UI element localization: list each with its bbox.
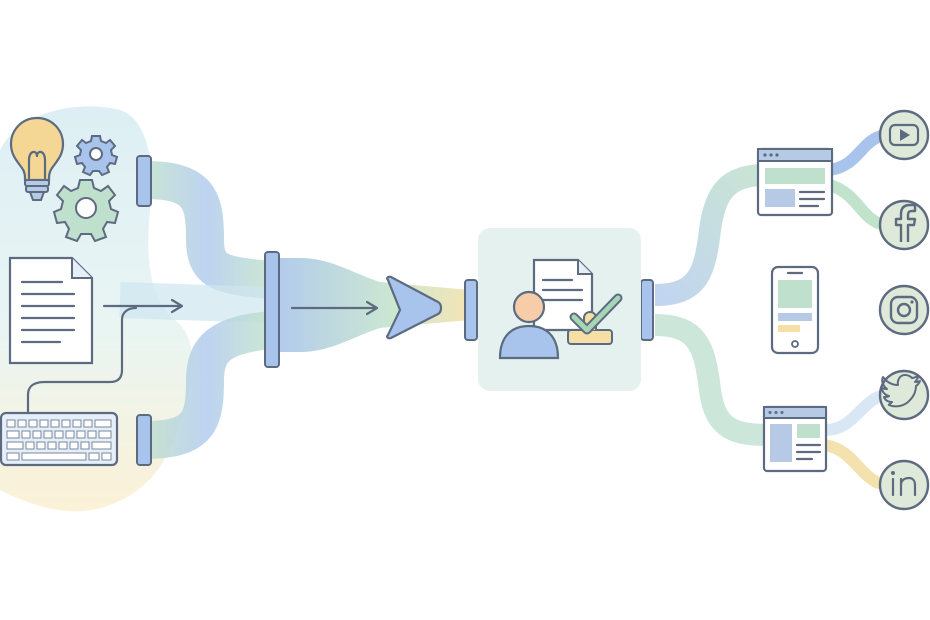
web-page-icon [762,405,828,473]
youtube-icon[interactable] [878,109,930,161]
review-connector-in [464,279,478,341]
process-arrow [290,300,379,316]
mobile-phone-icon [770,265,820,355]
twitter-icon[interactable] [878,369,930,421]
connector-bottom [136,414,152,466]
input-area-background [0,106,193,512]
stream-out-bottom [654,314,771,446]
lightbulb-icon [9,116,65,201]
facebook-icon[interactable] [878,199,930,251]
play-arrow-icon [386,275,443,340]
stream-to-linkedin [823,439,887,491]
stream-to-youtube [828,129,887,176]
stream-top [144,161,273,299]
linkedin-icon[interactable] [878,459,930,511]
input-arrow [102,298,184,314]
stream-middle [119,282,271,323]
review-approve-icon [498,258,623,360]
funnel-connector [264,251,280,368]
stream-out-top [654,164,766,306]
gear-icon [73,135,119,177]
stream-to-facebook [827,179,887,231]
review-connector-out [640,279,654,341]
keyboard-cable [26,306,138,415]
connector-top [136,155,152,207]
stream-bottom [144,311,273,459]
document-icon [8,256,94,365]
instagram-icon[interactable] [878,284,930,336]
keyboard-icon [0,411,119,467]
stream-to-twitter [824,389,887,436]
gear-large-icon [52,179,120,243]
browser-window-icon [756,147,834,217]
